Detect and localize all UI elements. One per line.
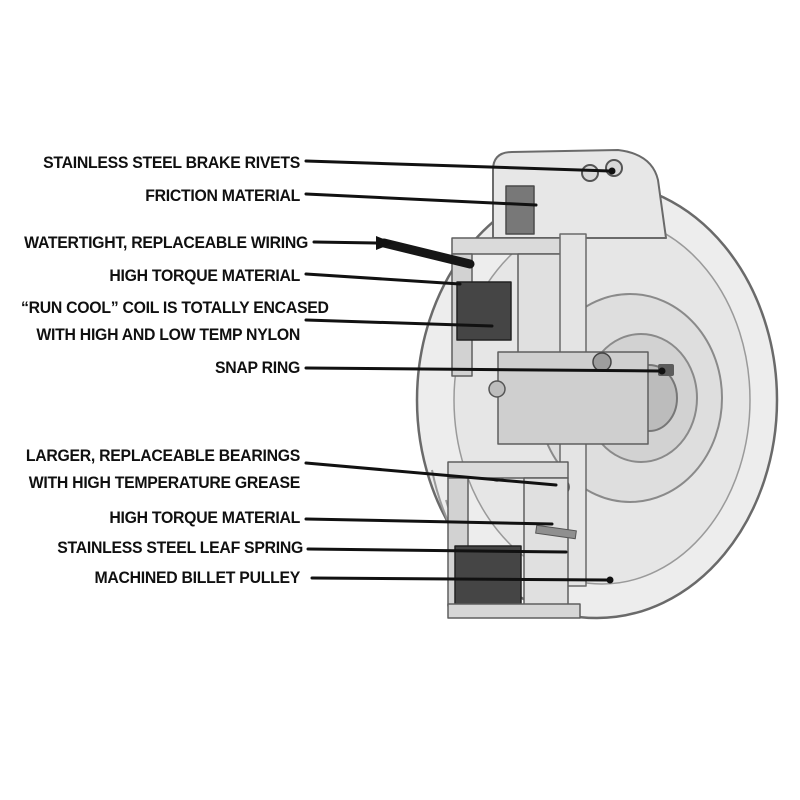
callout-text: HIGH TORQUE MATERIAL bbox=[109, 266, 300, 285]
clutch-assembly bbox=[379, 149, 779, 620]
brake-bracket bbox=[492, 149, 667, 239]
leader-high-torque-bottom bbox=[304, 517, 554, 526]
leader-lines bbox=[304, 159, 666, 584]
callout-high-torque-top: HIGH TORQUE MATERIAL bbox=[21, 262, 300, 289]
top-plate bbox=[451, 237, 571, 255]
bearing-top bbox=[592, 352, 612, 372]
brake-rivet-1 bbox=[581, 164, 599, 182]
callout-text: WITH HIGH TEMPERATURE GREASE bbox=[28, 473, 300, 492]
callout-high-torque-bottom: HIGH TORQUE MATERIAL bbox=[21, 504, 300, 531]
callout-bearings: LARGER, REPLACEABLE BEARINGS WITH HIGH T… bbox=[21, 442, 300, 496]
hub-cylinder bbox=[497, 351, 649, 445]
wiring-arrowhead bbox=[376, 236, 394, 250]
leader-bearings bbox=[304, 461, 558, 487]
callout-billet-pulley: MACHINED BILLET PULLEY bbox=[21, 564, 300, 591]
coil-top bbox=[456, 281, 512, 341]
callout-snap-ring: SNAP RING bbox=[21, 354, 300, 381]
leader-brake-rivets bbox=[304, 159, 612, 173]
leaf-spring bbox=[535, 524, 577, 540]
leader-dot-rivets bbox=[608, 167, 616, 175]
friction-material bbox=[505, 185, 535, 235]
callout-friction-material: FRICTION MATERIAL bbox=[21, 182, 300, 209]
callout-text: SNAP RING bbox=[214, 358, 300, 377]
coil-bottom bbox=[454, 545, 522, 605]
leader-dot-pulley bbox=[606, 576, 614, 584]
callout-text: WATERTIGHT, REPLACEABLE WIRING bbox=[24, 233, 308, 252]
callout-text: STAINLESS STEEL BRAKE RIVETS bbox=[43, 153, 301, 172]
leader-high-torque-top bbox=[304, 272, 462, 286]
callout-run-cool-coil: “RUN COOL” COIL IS TOTALLY ENCASED WITH … bbox=[21, 294, 329, 348]
leader-dot-snap-ring bbox=[658, 367, 666, 375]
callout-text: MACHINED BILLET PULLEY bbox=[94, 568, 300, 587]
leader-wiring bbox=[312, 240, 378, 245]
callout-wiring: WATERTIGHT, REPLACEABLE WIRING bbox=[22, 229, 308, 256]
wire bbox=[379, 238, 475, 269]
bottom-plate-top bbox=[447, 461, 569, 479]
leader-snap-ring bbox=[304, 366, 662, 373]
leader-coil bbox=[304, 318, 494, 328]
rotor-bottom bbox=[523, 477, 569, 607]
callout-leaf-spring: STAINLESS STEEL LEAF SPRING bbox=[21, 534, 303, 561]
leader-leaf-spring bbox=[306, 547, 568, 554]
callout-text: HIGH TORQUE MATERIAL bbox=[109, 508, 300, 527]
callout-text: FRICTION MATERIAL bbox=[145, 186, 300, 205]
callout-text: “RUN COOL” COIL IS TOTALLY ENCASED bbox=[21, 298, 329, 317]
callout-text: LARGER, REPLACEABLE BEARINGS bbox=[25, 446, 301, 465]
callout-text: WITH HIGH AND LOW TEMP NYLON bbox=[36, 325, 300, 344]
callout-text: STAINLESS STEEL LEAF SPRING bbox=[57, 538, 303, 557]
leader-pulley bbox=[310, 576, 610, 582]
leader-friction bbox=[304, 192, 538, 207]
pin-top bbox=[488, 380, 506, 398]
callout-brake-rivets: STAINLESS STEEL BRAKE RIVETS bbox=[21, 149, 300, 176]
bottom-plate bbox=[447, 603, 581, 619]
